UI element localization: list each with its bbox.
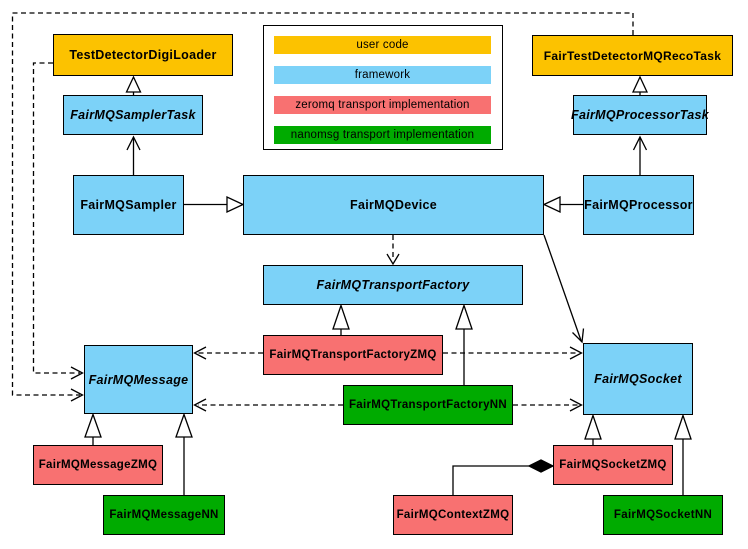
node-fairmq-processor: FairMQProcessor — [583, 175, 694, 235]
node-label: FairMQSocketNN — [613, 509, 713, 521]
edge-sampler-samplertask — [126, 135, 141, 175]
node-label: FairMQSocketZMQ — [559, 459, 667, 471]
node-fairmq-device: FairMQDevice — [243, 175, 544, 235]
edge-processor-processortask — [632, 135, 648, 175]
edge-factoryzmq-factory — [332, 303, 350, 335]
legend-swatch-framework: framework — [274, 66, 491, 84]
legend: user code framework zeromq transport imp… — [263, 25, 503, 150]
legend-swatch-nanomsg: nanomsg transport implementation — [274, 126, 491, 144]
edge-factoryzmq-socket — [443, 346, 583, 360]
node-label: FairMQDevice — [350, 198, 437, 212]
edge-socketzmq-socket — [584, 413, 602, 445]
node-fairmq-message-zmq: FairMQMessageZMQ — [33, 445, 163, 485]
node-fairmq-transport-factory-zmq: FairMQTransportFactoryZMQ — [263, 335, 443, 375]
node-fairmq-sampler: FairMQSampler — [73, 175, 184, 235]
edge-processor-device — [542, 195, 583, 214]
node-fairmq-sampler-task: FairMQSamplerTask — [63, 95, 203, 135]
node-label: FairMQTransportFactoryZMQ — [269, 349, 437, 361]
edge-factorynn-message — [193, 398, 343, 412]
edge-recotask-message — [11, 12, 634, 402]
node-label: FairMQMessageNN — [109, 509, 219, 521]
edge-digiloader-message — [32, 62, 84, 380]
edge-samplertask-digiloader — [125, 75, 142, 95]
legend-label-user-code: user code — [356, 39, 409, 51]
node-fairmq-transport-factory: FairMQTransportFactory — [263, 265, 523, 305]
node-fairmq-context-zmq: FairMQContextZMQ — [393, 495, 513, 535]
node-label: FairMQMessage — [88, 372, 189, 387]
edge-factorynn-socket — [513, 398, 583, 412]
legend-label-zeromq: zeromq transport implementation — [295, 99, 470, 111]
edge-processortask-recotask — [631, 75, 649, 95]
edge-sampler-device — [184, 195, 245, 214]
legend-label-nanomsg: nanomsg transport implementation — [290, 129, 475, 141]
node-label: TestDetectorDigiLoader — [69, 48, 217, 62]
edge-contextzmq-socketzmq — [452, 459, 555, 495]
node-fairmq-processor-task: FairMQProcessorTask — [571, 95, 709, 135]
edge-factorynn-factory — [455, 303, 473, 385]
node-label: FairMQSampler — [80, 198, 177, 212]
node-label: FairMQSamplerTask — [70, 108, 196, 122]
edge-socketnn-socket — [674, 413, 692, 495]
node-fairmq-socket-zmq: FairMQSocketZMQ — [553, 445, 673, 485]
node-fairmq-socket: FairMQSocket — [583, 343, 693, 415]
node-fair-test-detector-mq-reco-task: FairTestDetectorMQRecoTask — [532, 35, 733, 76]
node-label: FairMQProcessorTask — [571, 108, 709, 122]
node-label: FairMQProcessor — [584, 198, 693, 212]
node-label: FairMQTransportFactoryNN — [348, 399, 507, 411]
node-fairmq-message-nn: FairMQMessageNN — [103, 495, 225, 535]
edge-device-socket — [543, 234, 585, 344]
node-label: FairMQTransportFactory — [316, 278, 470, 292]
node-test-detector-digi-loader: TestDetectorDigiLoader — [53, 34, 233, 76]
node-fairmq-message: FairMQMessage — [84, 345, 193, 414]
node-label: FairMQContextZMQ — [396, 509, 510, 521]
edge-device-transportfactory — [386, 235, 400, 266]
legend-swatch-zeromq: zeromq transport implementation — [274, 96, 491, 114]
node-label: FairTestDetectorMQRecoTask — [543, 48, 722, 63]
node-label: FairMQMessageZMQ — [38, 459, 158, 471]
edge-messagenn-message — [175, 412, 193, 495]
node-fairmq-socket-nn: FairMQSocketNN — [603, 495, 723, 535]
node-label: FairMQSocket — [594, 372, 682, 386]
legend-label-framework: framework — [354, 69, 411, 81]
edge-messagezmq-message — [84, 412, 102, 445]
legend-swatch-user-code: user code — [274, 36, 491, 54]
edge-factoryzmq-message — [193, 346, 263, 360]
node-fairmq-transport-factory-nn: FairMQTransportFactoryNN — [343, 385, 513, 425]
